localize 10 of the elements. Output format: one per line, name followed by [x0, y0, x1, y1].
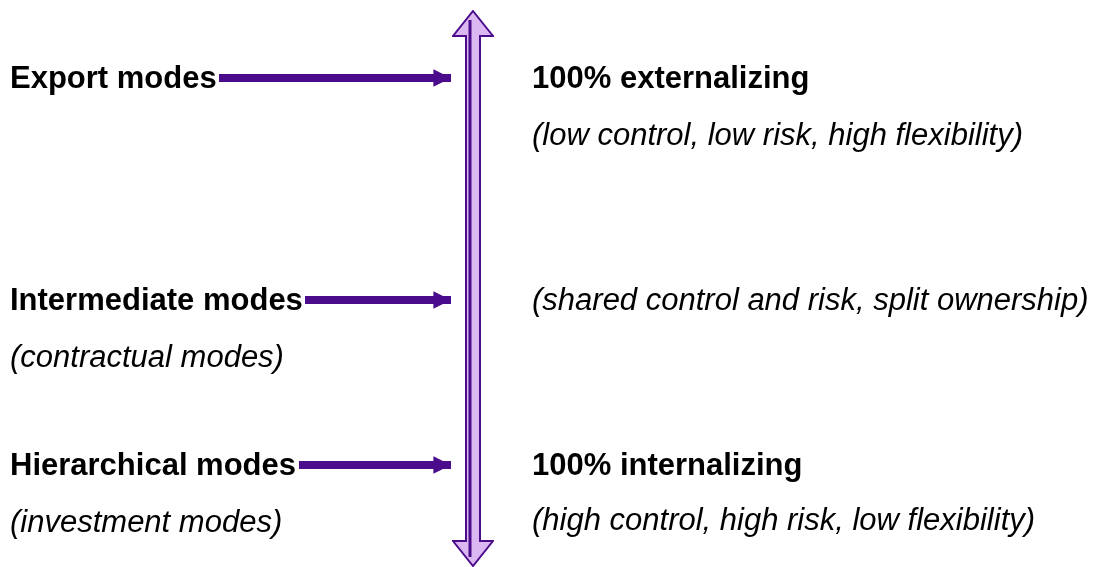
scale-note: (shared control and risk, split ownership): [532, 283, 1089, 317]
mode-label: Export modes: [10, 61, 217, 95]
mode-note: (investment modes): [10, 505, 283, 539]
scale-note: (high control, high risk, low flexibility): [532, 503, 1036, 537]
mode-label: Hierarchical modes: [10, 448, 297, 482]
scale-end-label: 100% internalizing: [532, 448, 803, 482]
scale-note: (low control, low risk, high flexibility): [532, 118, 1023, 152]
mode-note: (contractual modes): [10, 340, 284, 374]
mode-label: Intermediate modes: [10, 283, 303, 317]
scale-end-label: 100% externalizing: [532, 61, 810, 95]
